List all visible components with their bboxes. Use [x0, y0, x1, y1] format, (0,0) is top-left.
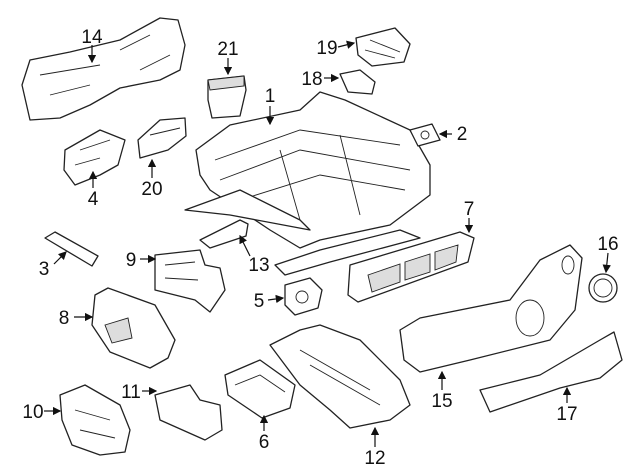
callout-4: 4	[88, 189, 99, 210]
callout-15: 15	[431, 391, 452, 412]
part-16-knob	[588, 273, 618, 303]
part-13	[199, 219, 249, 249]
callout-10: 10	[22, 402, 43, 423]
callout-11: 11	[121, 382, 141, 403]
callout-13: 13	[248, 255, 269, 276]
part-11-bracket	[154, 384, 223, 441]
part-5-motor	[284, 277, 323, 316]
callout-8: 8	[59, 308, 70, 329]
callout-12: 12	[364, 448, 385, 469]
part-3-trim-strip	[44, 231, 99, 267]
callout-19: 19	[316, 38, 337, 59]
callout-16: 16	[597, 234, 618, 255]
part-10-module	[59, 384, 131, 456]
part-20	[137, 117, 187, 159]
part-6-module	[224, 359, 296, 419]
part-15-side-shield	[399, 244, 583, 373]
callout-14: 14	[81, 27, 103, 48]
part-1-seat-cushion-frame	[184, 91, 431, 276]
callout-6: 6	[259, 432, 270, 453]
part-14-side-frame	[21, 17, 186, 121]
part-21	[207, 75, 247, 119]
part-4	[63, 129, 126, 186]
callout-18: 18	[301, 69, 322, 90]
callout-3: 3	[39, 259, 50, 280]
part-2-washer	[409, 123, 441, 147]
part-7-switch-bezel	[347, 231, 475, 303]
part-18	[339, 69, 376, 95]
callout-20: 20	[141, 179, 162, 200]
callout-5: 5	[254, 291, 265, 312]
part-12-tray	[269, 324, 411, 429]
part-19	[355, 27, 411, 67]
callout-9: 9	[126, 250, 137, 271]
callout-17: 17	[556, 404, 577, 425]
part-9-bracket	[154, 249, 226, 313]
callout-1: 1	[265, 86, 276, 107]
callout-21: 21	[217, 39, 238, 60]
callout-7: 7	[464, 199, 475, 220]
part-8-side-cover	[91, 287, 176, 369]
part-17-trim	[479, 331, 623, 413]
callout-2: 2	[457, 124, 468, 145]
leader-lines	[44, 40, 611, 447]
